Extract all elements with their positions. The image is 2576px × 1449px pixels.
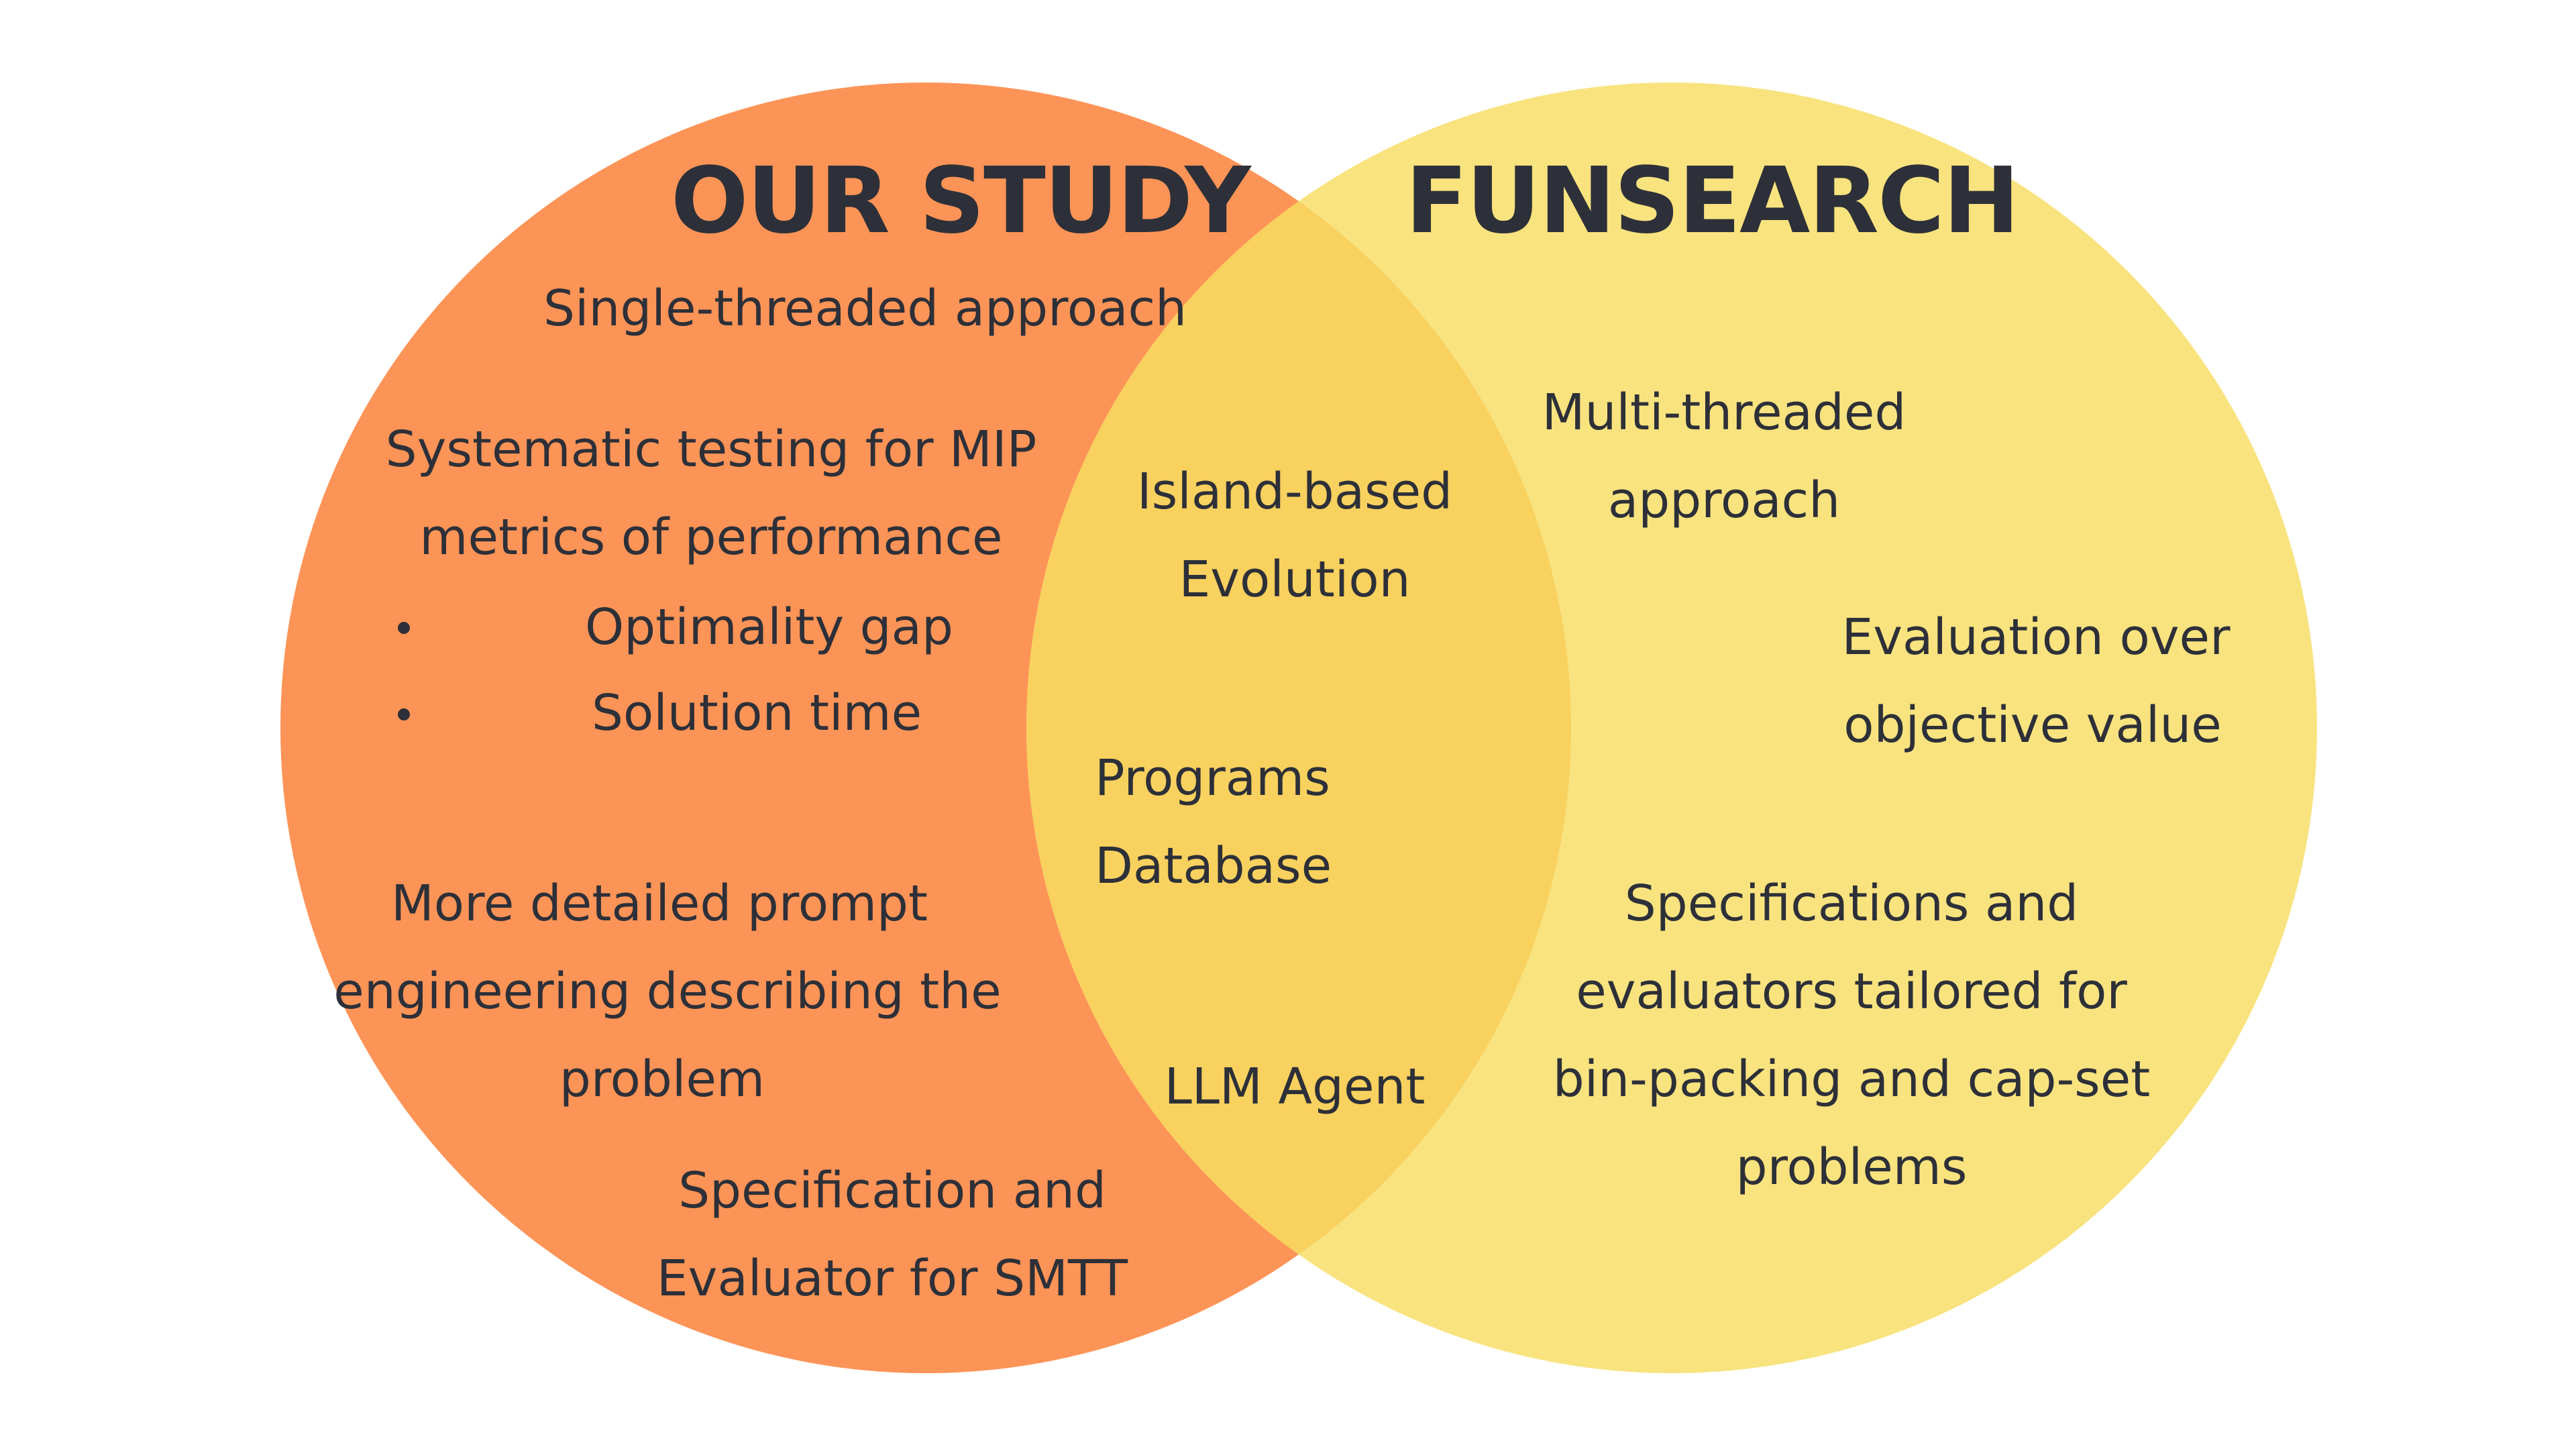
evaluation-objective-text: Evaluation over objective value: [1825, 594, 2241, 769]
programs-database-line-1: Programs: [1095, 749, 1330, 807]
multi-threaded-line-2: approach: [1607, 472, 1841, 529]
systematic-testing-line-2: metrics of performance: [419, 508, 1003, 566]
specifications-tailored-line-1: Specifications and: [1624, 875, 2079, 932]
prompt-engineering-line-1: More detailed prompt: [390, 875, 928, 932]
specifications-tailored-line-4: problems: [1735, 1138, 1968, 1196]
specification-smtt-text: Specification and Evaluator for SMTT: [590, 1147, 1194, 1323]
island-evolution-line-2: Evolution: [1179, 551, 1411, 608]
specifications-tailored-line-2: evaluators tailored for: [1576, 963, 2127, 1020]
multi-threaded-text: Multi-threaded approach: [1523, 369, 1925, 545]
solution-time-text: Solution time: [592, 684, 922, 742]
single-threaded-text: Single-threaded approach: [543, 280, 1187, 337]
multi-threaded-line-1: Multi-threaded: [1542, 384, 1907, 441]
specification-smtt-line-2: Evaluator for SMTT: [656, 1250, 1128, 1307]
island-evolution-text: Island-based Evolution: [1107, 448, 1483, 624]
specifications-tailored-text: Specifications and evaluators tailored f…: [1516, 860, 2187, 1212]
our-study-title: OUR STUDY: [671, 148, 1251, 254]
systematic-testing-text: Systematic testing for MIP metrics of pe…: [376, 406, 1046, 582]
optimality-gap-text: Optimality gap: [585, 598, 953, 656]
programs-database-line-2: Database: [1095, 837, 1332, 895]
llm-agent-text: LLM Agent: [1164, 1058, 1426, 1116]
bullet-optimality-gap: [398, 622, 410, 634]
programs-database-text: Programs Database: [1095, 735, 1332, 910]
bullet-solution-time: [398, 708, 410, 720]
evaluation-objective-line-1: Evaluation over: [1841, 608, 2231, 666]
prompt-engineering-text: More detailed prompt engineering describ…: [329, 860, 1006, 1124]
overlap-region: [1026, 83, 1571, 1373]
specifications-tailored-line-3: bin-packing and cap-set: [1552, 1051, 2151, 1108]
prompt-engineering-line-2: engineering describing the: [333, 963, 1002, 1020]
prompt-engineering-line-3: problem: [559, 1051, 765, 1108]
funsearch-title: FUNSEARCH: [1405, 148, 2020, 254]
systematic-testing-line-1: Systematic testing for MIP: [385, 421, 1037, 478]
evaluation-objective-line-2: objective value: [1843, 696, 2222, 754]
specification-smtt-line-1: Specification and: [678, 1162, 1106, 1220]
island-evolution-line-1: Island-based: [1136, 463, 1453, 521]
